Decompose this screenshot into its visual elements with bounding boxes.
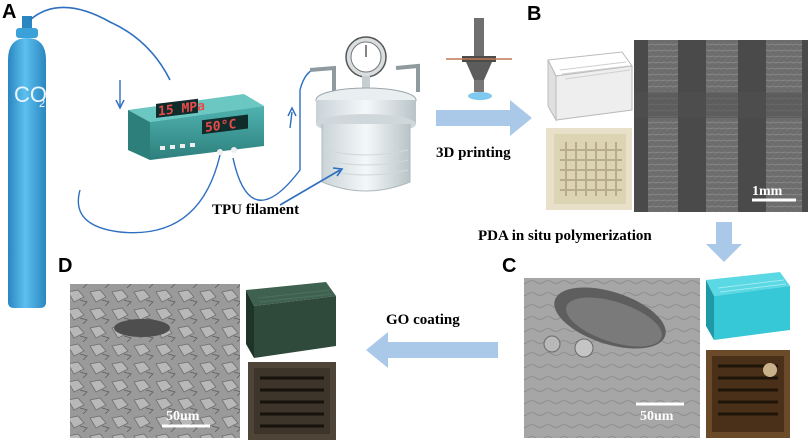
gas-tube-2	[77, 154, 221, 234]
cylinder-subscript: 2	[39, 98, 45, 110]
panel-label-a: A	[2, 1, 16, 23]
printer-nozzle-icon	[446, 18, 512, 100]
scaffold-photo-c	[706, 350, 790, 438]
knob-icon	[217, 149, 223, 155]
scale-label-c: 50um	[640, 409, 674, 424]
cylinder-label: CO	[14, 82, 47, 107]
go-coating-label: GO coating	[386, 312, 460, 328]
pressure-temperature-controller: 15 MPa 50°C	[128, 94, 264, 160]
tpu-pointer-arrow	[279, 169, 341, 206]
pda-polymerization-label: PDA in situ polymerization	[478, 228, 652, 244]
printing-label: 3D printing	[436, 145, 511, 161]
panel-label-d: D	[58, 255, 72, 277]
sem-image-b: 1mm	[634, 40, 808, 212]
temperature-display	[202, 114, 248, 135]
printing-arrow	[436, 100, 532, 136]
flow-arrow-up	[289, 111, 293, 129]
scaffold-render-dark	[246, 282, 336, 358]
high-pressure-vessel	[309, 36, 420, 192]
panel-label-b: B	[527, 3, 541, 25]
scaffold-photo-b	[546, 128, 632, 210]
gas-tube-1	[29, 6, 171, 81]
sem-image-d: 50um	[70, 284, 240, 438]
temperature-readout: 50°C	[205, 117, 236, 136]
pda-arrow	[706, 222, 742, 262]
tpu-filament-label: TPU filament	[212, 202, 299, 218]
scale-label-d: 50um	[166, 409, 200, 424]
panel-label-c: C	[502, 255, 516, 277]
sem-image-c: 50um	[524, 278, 700, 438]
go-coating-arrow	[366, 332, 498, 368]
pressure-display	[156, 98, 198, 118]
scaffold-render-cyan	[706, 272, 790, 340]
scaffold-render-white	[547, 51, 633, 122]
scaffold-photo-d	[248, 362, 336, 440]
gas-tube-3	[232, 67, 319, 201]
scale-label-b: 1mm	[752, 184, 783, 199]
pressure-readout: 15 MPa	[158, 99, 205, 120]
co2-gas-cylinder: CO 2	[8, 16, 47, 308]
knob-icon	[231, 147, 237, 153]
